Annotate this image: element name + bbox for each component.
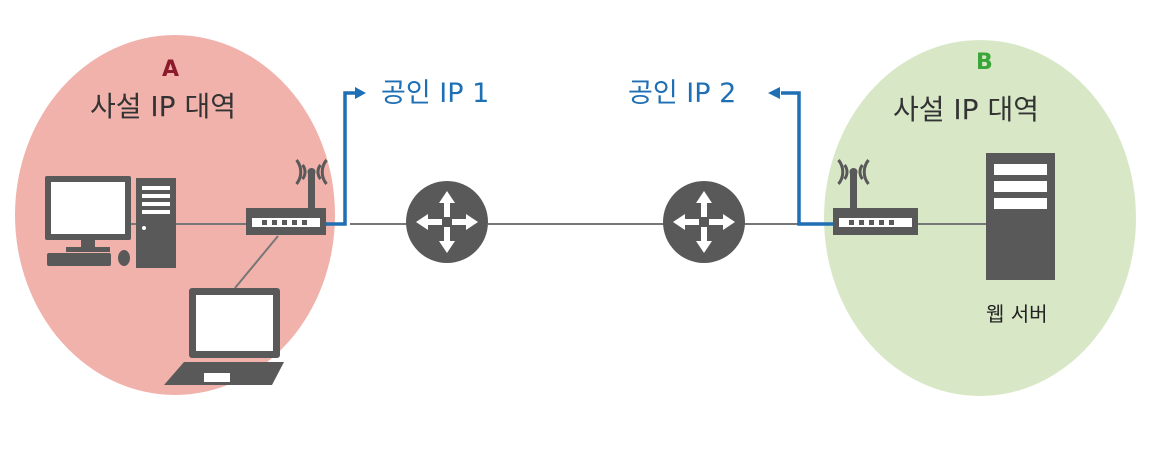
zone-b-letter: B — [976, 50, 993, 75]
public-ip-link-right — [768, 87, 833, 226]
public-ip-1-label: 공인 IP 1 — [381, 78, 490, 109]
zone-b-label: 사설 IP 대역 — [893, 93, 1039, 126]
network-wires — [128, 223, 990, 289]
public-ip-2-label: 공인 IP 2 — [628, 78, 737, 109]
laptop-icon — [164, 288, 284, 385]
wifi-router-icon — [246, 158, 328, 235]
server-tower-icon — [986, 153, 1055, 280]
zone-a-label: 사설 IP 대역 — [90, 90, 236, 123]
desktop-computer-icon — [45, 176, 176, 268]
network-router-icon — [406, 181, 488, 263]
public-ip-link-left — [326, 87, 366, 226]
zone-a-letter: A — [162, 57, 180, 82]
private-zone-b — [824, 40, 1136, 396]
wifi-router-icon — [833, 158, 918, 235]
network-router-icon — [663, 181, 745, 263]
web-server-label: 웹 서버 — [986, 302, 1048, 326]
